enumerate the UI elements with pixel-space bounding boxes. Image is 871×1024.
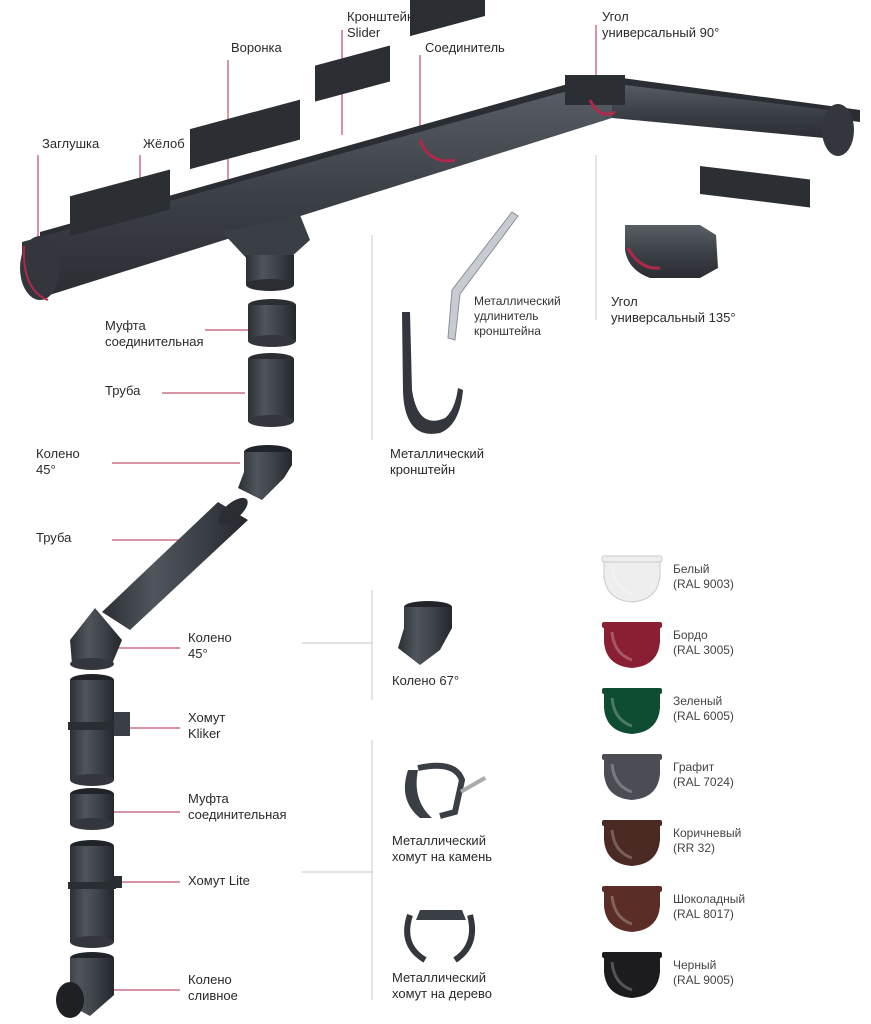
label-koleno-67: Колено 67° xyxy=(392,673,460,688)
swatch-5 xyxy=(602,820,662,866)
label-truba-1: Труба xyxy=(105,383,141,398)
label-homut-lite: Хомут Lite xyxy=(188,873,250,888)
separator-lines xyxy=(302,155,597,1000)
label-soedinitel: Соединитель xyxy=(425,40,505,55)
label-koleno-45-1: Колено 45° xyxy=(36,446,80,477)
swatch-label-3: Зеленый (RAL 6005) xyxy=(673,694,734,723)
swatch-6 xyxy=(602,886,662,932)
swatch-3 xyxy=(602,688,662,734)
label-zaglushka: Заглушка xyxy=(42,136,100,151)
swatch-7 xyxy=(602,952,662,998)
swatch-4 xyxy=(602,754,662,800)
swatch-label-5: Коричневый (RR 32) xyxy=(673,826,742,855)
label-koleno-slivnoe: Колено сливное xyxy=(188,972,238,1003)
label-udlinitel: Металлический удлинитель кронштейна xyxy=(474,294,561,338)
swatch-label-7: Черный (RAL 9005) xyxy=(673,958,734,987)
label-ugol-135: Угол универсальный 135° xyxy=(611,294,736,325)
gutter-assembly xyxy=(20,0,860,301)
label-mufta-2: Муфта соединительная xyxy=(188,791,287,822)
downpipe-components xyxy=(56,299,296,1018)
label-voronka: Воронка xyxy=(231,40,282,55)
color-swatches xyxy=(601,555,663,998)
swatch-label-1: Белый (RAL 9003) xyxy=(673,562,734,591)
label-met-kronshtein: Металлический кронштейн xyxy=(390,446,484,477)
swatch-label-4: Графит (RAL 7024) xyxy=(673,760,734,789)
label-koleno-45-2: Колено 45° xyxy=(188,630,232,661)
label-mufta-1: Муфта соединительная xyxy=(105,318,204,349)
label-homut-derevo: Металлический хомут на дерево xyxy=(392,970,493,1001)
label-zhelob: Жёлоб xyxy=(143,136,185,151)
label-homut-kliker: Хомут Kliker xyxy=(188,710,226,741)
label-ugol-90: Угол универсальный 90° xyxy=(602,9,720,40)
swatch-2 xyxy=(602,622,662,668)
label-kronshtein-slider: Кронштейн Slider xyxy=(347,9,415,40)
accessories xyxy=(398,211,718,963)
swatch-label-6: Шоколадный (RAL 8017) xyxy=(673,892,746,921)
swatch-1 xyxy=(601,555,663,603)
label-truba-2: Труба xyxy=(36,530,72,545)
swatch-label-2: Бордо (RAL 3005) xyxy=(673,628,734,657)
label-homut-kamen: Металлический хомут на камень xyxy=(392,833,493,864)
